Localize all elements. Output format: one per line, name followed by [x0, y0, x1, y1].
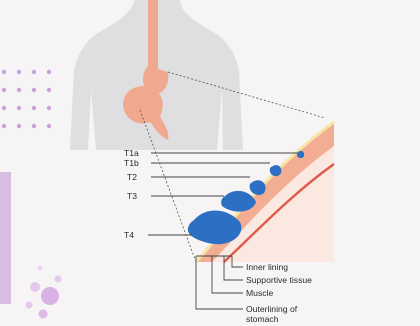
stage-label-t1a: T1a: [124, 148, 139, 158]
stage-label-t4: T4: [124, 230, 134, 240]
tumor-t3: [221, 191, 256, 212]
stage-label-t2: T2: [127, 172, 137, 182]
outer-lining-line2: stomach: [246, 314, 279, 324]
layer-label-inner-lining: Inner lining: [246, 262, 288, 272]
layer-label-muscle: Muscle: [246, 288, 273, 298]
layer-label-supportive-tissue: Supportive tissue: [246, 275, 312, 285]
decor-strip: [0, 172, 11, 304]
stage-label-t1b: T1b: [124, 158, 139, 168]
tumor-t2: [250, 180, 266, 195]
layer-label-outer-lining: Outerlining of stomach: [246, 304, 300, 324]
tumor-t4: [188, 210, 242, 244]
dot-grid-icon: [2, 70, 51, 128]
outer-lining-line1: Outerlining of: [246, 304, 298, 314]
layer-brackets: [196, 256, 243, 309]
bubbles-icon: [26, 266, 62, 319]
stage-label-t3: T3: [127, 191, 137, 201]
